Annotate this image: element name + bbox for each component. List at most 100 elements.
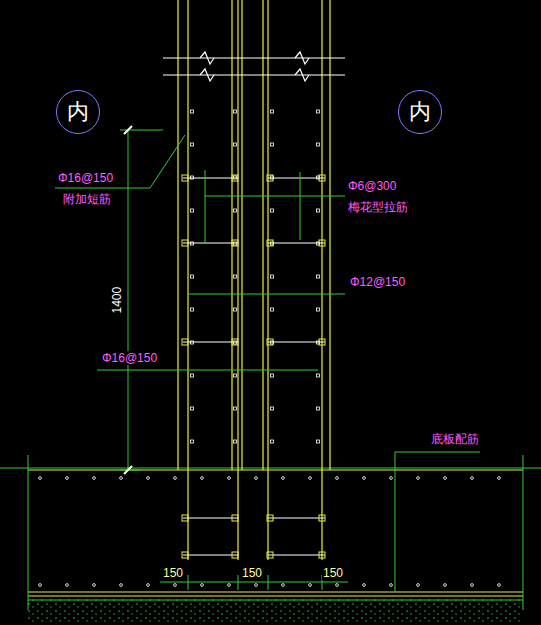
rebar-dot (191, 110, 194, 113)
rebar-dot (93, 477, 96, 480)
tie-hook (232, 552, 238, 558)
tie-hook (182, 552, 188, 558)
tie-hook (182, 175, 188, 181)
rebar-dot (471, 477, 474, 480)
tie-hook (232, 175, 238, 181)
break-line (523, 455, 524, 610)
tie-hook (267, 552, 273, 558)
rebar-note: Φ16@150 (101, 351, 158, 365)
tie-hook (232, 515, 238, 521)
rebar-dot (417, 477, 420, 480)
rebar-dot (498, 584, 501, 587)
tie-bar (268, 554, 325, 555)
rebar-dot (444, 477, 447, 480)
rebar-dot (471, 584, 474, 587)
rebar-dot (282, 477, 285, 480)
rebar-dot (255, 584, 258, 587)
rebar-dot (317, 209, 320, 212)
rebar-dot (282, 584, 285, 587)
tie-hook (182, 339, 188, 345)
rebar-dot (174, 477, 177, 480)
rebar-note: Φ16@150 (57, 171, 114, 185)
rebar-dot (444, 584, 447, 587)
rebar-dot (120, 477, 123, 480)
rebar-dot (191, 341, 194, 344)
rebar-dot (363, 477, 366, 480)
rebar-dot (336, 584, 339, 587)
rebar-dot (390, 477, 393, 480)
section-marker: 内 (398, 90, 442, 134)
rebar-dot (191, 275, 194, 278)
rebar-dot (271, 308, 274, 311)
rebar-dot (66, 584, 69, 587)
dimension-ticks (124, 126, 132, 474)
rebar-dot (309, 477, 312, 480)
rebar-dot (228, 584, 231, 587)
tie-hook (319, 515, 325, 521)
slab-outline (28, 470, 523, 596)
rebar-dot (271, 242, 274, 245)
rebar-dot (201, 584, 204, 587)
rebar-dot (191, 242, 194, 245)
rebar-dot (255, 477, 258, 480)
rebar-dot (93, 584, 96, 587)
rebar-note: 附加短筋 (62, 192, 112, 206)
tie-bar (183, 177, 238, 178)
tie-bar (183, 242, 238, 243)
tie-hook (182, 240, 188, 246)
rebar-dot (317, 176, 320, 179)
rebar-dot (191, 374, 194, 377)
rebar-dot (191, 407, 194, 410)
rebar-dot (271, 341, 274, 344)
rebar-note: Φ6@300 (347, 179, 397, 193)
rebar-note: 梅花型拉筋 (347, 200, 409, 214)
rebar-dot (147, 584, 150, 587)
rebar-dot (191, 308, 194, 311)
marker-text: 内 (67, 101, 89, 123)
rebar-dot (234, 407, 237, 410)
rebar-dot (317, 341, 320, 344)
leader-lines (55, 130, 480, 592)
rebar-dot (191, 176, 194, 179)
tie-hook (319, 552, 325, 558)
concrete-cushion (28, 598, 523, 622)
rebar-dot (66, 477, 69, 480)
tie-hook (232, 240, 238, 246)
rebar-dot (191, 143, 194, 146)
tie-hook (267, 175, 273, 181)
rebar-dot (271, 275, 274, 278)
rebar-dot (39, 584, 42, 587)
rebar-dot (271, 176, 274, 179)
rebar-dot (147, 477, 150, 480)
tie-hook (267, 339, 273, 345)
dimension-text: 150 (322, 566, 344, 580)
rebar-dot (174, 584, 177, 587)
rebar-dots (39, 110, 501, 586)
rebar-dot (271, 110, 274, 113)
rebar-dot (234, 176, 237, 179)
rebar-dot (317, 374, 320, 377)
rebar-dot (234, 275, 237, 278)
rebar-dot (317, 407, 320, 410)
rebar-dot (317, 143, 320, 146)
rebar-dot (234, 110, 237, 113)
rebar-dot (317, 275, 320, 278)
rebar-dot (271, 374, 274, 377)
rebar-dot (234, 341, 237, 344)
grade-line (0, 468, 541, 469)
rebar-dot (498, 477, 501, 480)
rebar-dot (390, 584, 393, 587)
rebar-note: 底板配筋 (430, 432, 480, 446)
rebar-dot (191, 440, 194, 443)
rebar-dot (417, 584, 420, 587)
rebar-note: Φ12@150 (349, 275, 406, 289)
rebar-dot (191, 209, 194, 212)
rebar-dot (363, 584, 366, 587)
rebar-dot (317, 110, 320, 113)
tie-bar (183, 517, 238, 518)
rebar-dot (336, 477, 339, 480)
rebar-dot (234, 440, 237, 443)
wall-outline (163, 0, 345, 560)
tie-bar (183, 554, 238, 555)
